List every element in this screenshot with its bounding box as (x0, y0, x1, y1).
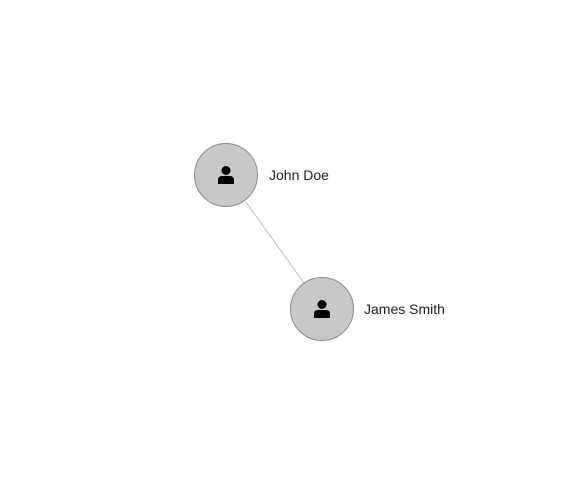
user-icon (218, 166, 234, 184)
node-label-james-smith: James Smith (364, 301, 445, 317)
node-john-doe[interactable] (194, 143, 258, 207)
node-label-john-doe: John Doe (269, 167, 329, 183)
user-icon (314, 300, 330, 318)
node-james-smith[interactable] (290, 277, 354, 341)
edge-john-doe-james-smith (245, 201, 305, 284)
